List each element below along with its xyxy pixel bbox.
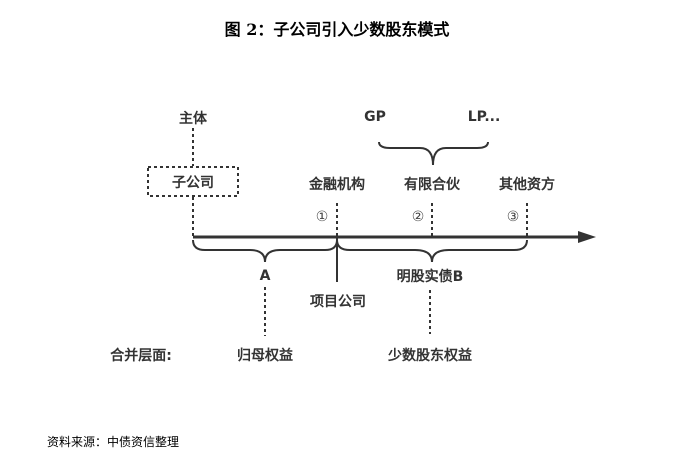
subsidiary-label: 子公司 <box>172 175 214 191</box>
figure-title: 图 2：子公司引入少数股东模式 <box>224 20 450 39</box>
gp-label: GP <box>364 109 386 125</box>
subject-label: 主体 <box>179 111 207 127</box>
project-company-label: 项目公司 <box>310 294 366 310</box>
limited-partnership-label: 有限合伙 <box>404 177 460 193</box>
marker-3: ③ <box>506 209 520 225</box>
b-brace <box>336 239 528 263</box>
lp-label: LP... <box>467 109 501 125</box>
parent-equity-label: 归母权益 <box>237 348 293 364</box>
partners-brace <box>378 141 489 166</box>
consolidation-level-label: 合并层面: <box>110 348 172 364</box>
subsidiary-box <box>147 166 239 197</box>
financial-institution-label: 金融机构 <box>309 177 365 193</box>
other-investors-label: 其他资方 <box>499 177 555 193</box>
minority-equity-label: 少数股东权益 <box>388 348 472 364</box>
source-note: 资料来源：中债资信整理 <box>47 435 180 449</box>
marker-1: ① <box>315 209 329 225</box>
a-brace <box>192 239 338 263</box>
axis-arrowhead <box>578 231 596 243</box>
b-label: 明股实债B <box>396 269 464 285</box>
marker-2: ② <box>411 209 425 225</box>
a-label: A <box>259 268 271 284</box>
